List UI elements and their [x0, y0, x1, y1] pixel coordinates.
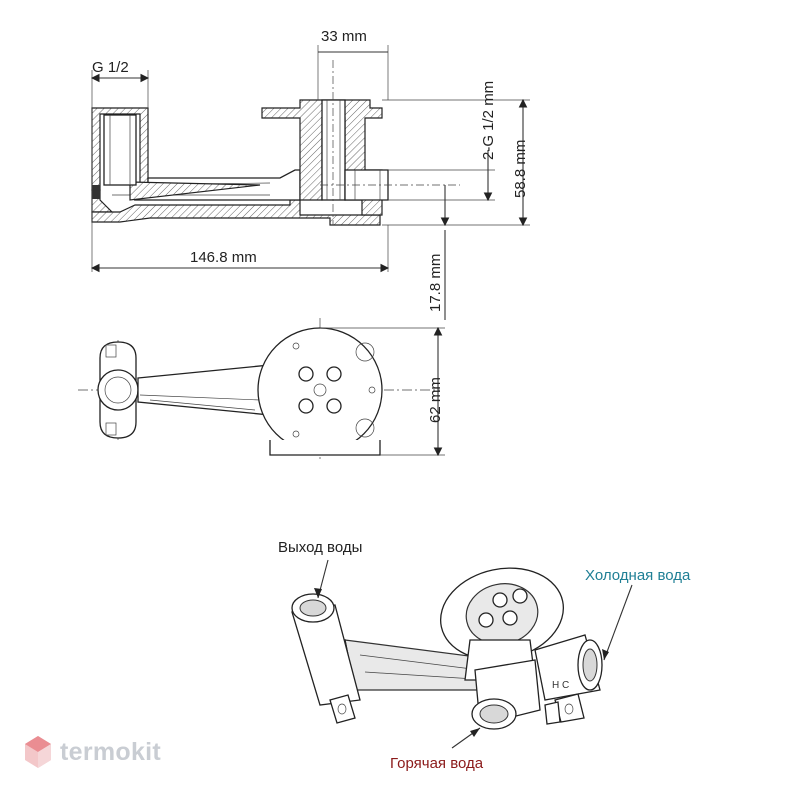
termokit-hexagon-logo-icon	[25, 736, 51, 768]
callout-hot-water: Горячая вода	[390, 755, 484, 772]
dimension-height-total: 58.8 mm	[512, 140, 529, 198]
brand-name: termokit	[60, 737, 162, 766]
isometric-view: H C	[291, 559, 633, 749]
callout-cold-water: Холодная вода	[585, 567, 691, 584]
dimension-thread-right: 2-G 1/2 mm	[480, 81, 497, 160]
dimension-top-width: 33 mm	[321, 28, 367, 45]
section-view	[90, 45, 530, 320]
dimension-plate-diameter: 62 mm	[427, 377, 444, 423]
plan-view	[78, 318, 445, 462]
dimension-thread-left: G 1/2	[92, 59, 129, 76]
brand-logo: termokit	[24, 735, 161, 769]
svg-text:H C: H C	[552, 680, 569, 691]
dimension-length: 146.8 mm	[190, 249, 257, 266]
callout-water-outlet: Выход воды	[278, 539, 362, 556]
dimension-depth: 17.8 mm	[427, 254, 444, 312]
